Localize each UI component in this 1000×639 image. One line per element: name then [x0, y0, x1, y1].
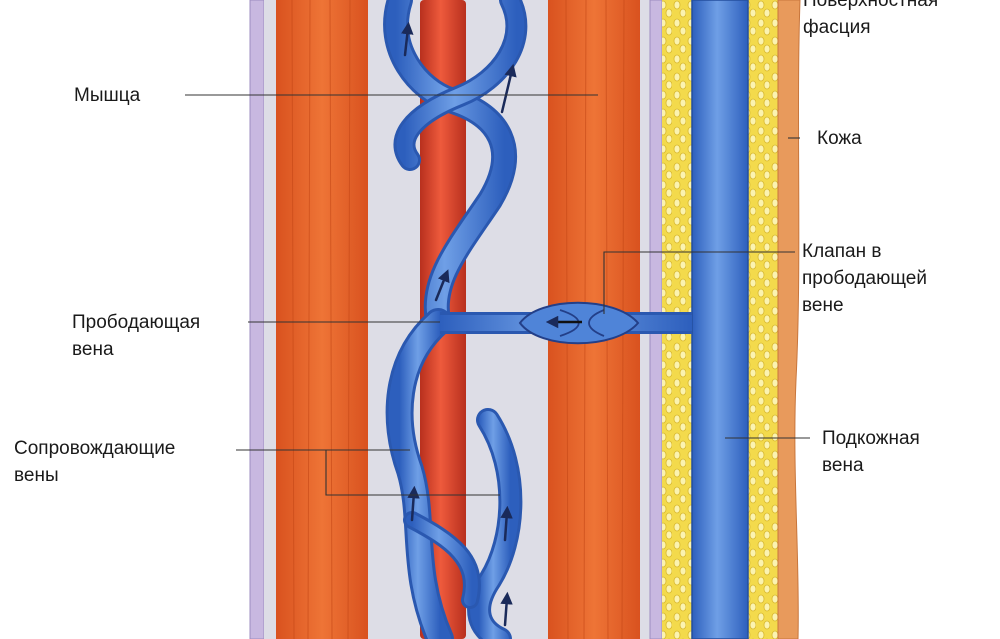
label-saphenous-vein: Подкожная вена	[822, 428, 920, 476]
muscle-fibers	[291, 0, 625, 639]
label-superficial-fascia: Поверхностная фасция	[803, 0, 939, 38]
leader-lines	[185, 94, 810, 496]
label-skin: Кожа	[817, 128, 862, 149]
skin-layer	[777, 0, 801, 639]
label-comitant-veins: Сопровождающие вены	[14, 438, 176, 486]
label-muscle: Мышца	[74, 85, 141, 106]
label-perforator-valve: Клапан в прободающей вене	[802, 241, 927, 316]
comitant-veins	[383, 0, 528, 639]
label-perforating-vein: Прободающая вена	[72, 312, 201, 360]
leader-comitant-veins-b	[325, 450, 500, 496]
leader-valve	[603, 251, 795, 314]
fat-layer-right	[748, 0, 778, 639]
saphenous-vein	[691, 0, 749, 639]
perforating-vein	[440, 301, 692, 345]
deep-fascia-left	[249, 0, 265, 639]
muscle-column-left	[276, 0, 368, 639]
